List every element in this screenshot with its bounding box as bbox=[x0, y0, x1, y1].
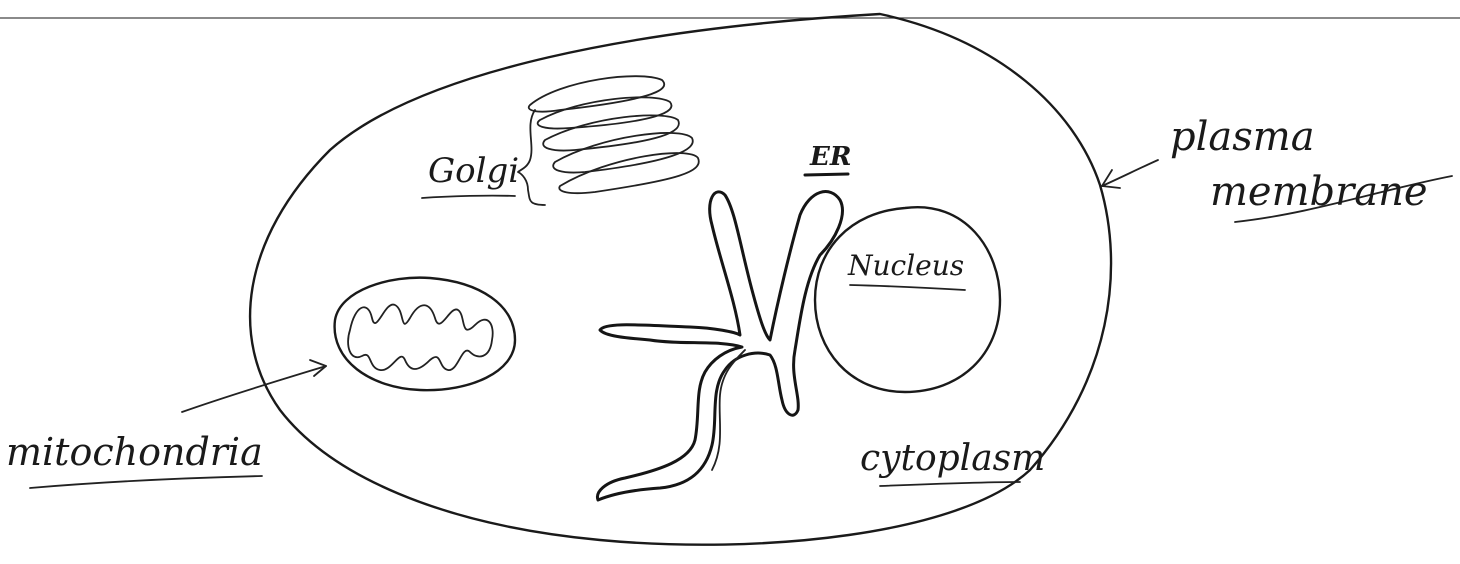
plasma-membrane-pointer-arrow bbox=[1102, 160, 1158, 188]
cytoplasm-underline bbox=[880, 482, 1020, 486]
label-golgi: Golgi bbox=[428, 151, 519, 191]
mitochondrion bbox=[335, 278, 515, 391]
endoplasmic-reticulum bbox=[597, 192, 842, 500]
label-plasma: plasma bbox=[1170, 114, 1315, 160]
label-membrane: membrane bbox=[1210, 169, 1428, 215]
mitochondria-underline bbox=[30, 476, 262, 488]
nucleus-shape bbox=[815, 207, 1000, 392]
label-nucleus: Nucleus bbox=[847, 249, 964, 282]
golgi-apparatus bbox=[518, 76, 699, 205]
nucleus-underline bbox=[850, 285, 965, 290]
golgi-underline bbox=[422, 196, 515, 198]
label-er: ER bbox=[809, 142, 851, 172]
er-underline bbox=[805, 174, 848, 175]
mitochondria-pointer-arrow bbox=[182, 360, 326, 412]
label-cytoplasm: cytoplasm bbox=[860, 438, 1045, 479]
label-mitochondria: mitochondria bbox=[6, 430, 263, 474]
